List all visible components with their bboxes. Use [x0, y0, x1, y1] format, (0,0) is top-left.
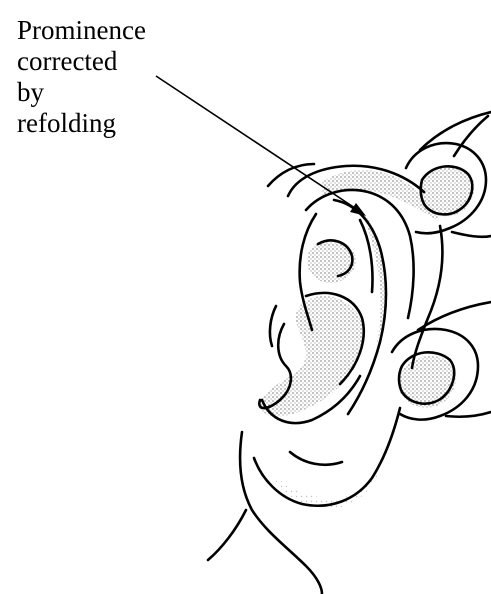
fossa-shading: [307, 240, 356, 283]
annotation-arrow-head: [350, 203, 366, 216]
annotation-line-3: by: [17, 77, 44, 108]
lower-fingernail-shading: [398, 356, 456, 408]
ear-lower-outline: [254, 408, 400, 506]
lobule-inner-line: [290, 452, 342, 465]
ear-canal-notch: [270, 306, 276, 346]
concha-shading: [260, 296, 363, 417]
ear-back-outline: [412, 226, 442, 368]
neck-jaw-line: [240, 432, 322, 594]
jaw-lower-line: [208, 510, 246, 560]
lower-finger-bottom: [446, 412, 491, 417]
annotation-arrow-shaft: [156, 76, 358, 210]
upper-finger-bottom: [452, 232, 491, 237]
annotation-line-1: Prominence: [17, 15, 146, 46]
annotation-line-4: refolding: [17, 108, 116, 139]
annotation-line-2: corrected: [17, 46, 117, 77]
